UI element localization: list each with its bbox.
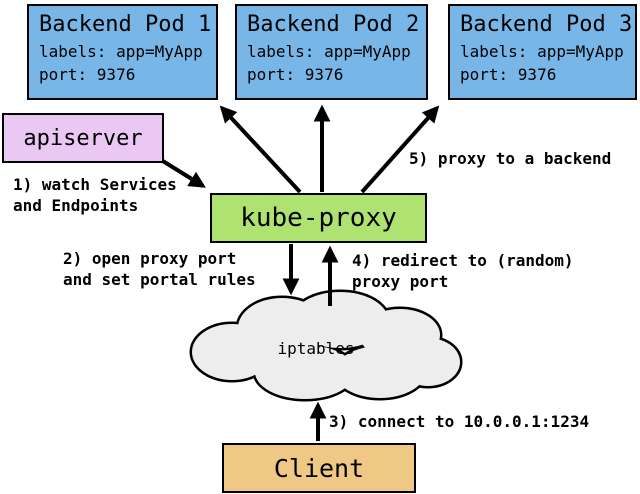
apiserver-label: apiserver (23, 125, 143, 151)
backend-pod-2-labels: labels: app=MyApp (247, 42, 411, 61)
backend-pod-2-box: Backend Pod 2 labels: app=MyApp port: 93… (235, 4, 428, 100)
backend-pod-3-labels: labels: app=MyApp (460, 42, 624, 61)
annotation-step3-connect: 3) connect to 10.0.0.1:1234 (329, 412, 590, 431)
client-label: Client (273, 453, 365, 483)
apiserver-box: apiserver (2, 113, 164, 163)
backend-pod-1-port: port: 9376 (39, 65, 136, 84)
backend-pod-2-port: port: 9376 (247, 65, 344, 84)
annotation-step2-open-proxy-port: 2) open proxy port and set portal rules (63, 249, 256, 289)
client-box: Client (222, 443, 416, 493)
iptables-label: iptables (277, 339, 355, 358)
annotation-step1-watch-services: 1) watch Services and Endpoints (13, 175, 177, 215)
backend-pod-1-title: Backend Pod 1 (39, 12, 212, 37)
backend-pod-3-box: Backend Pod 3 labels: app=MyApp port: 93… (448, 4, 637, 100)
backend-pod-2-title: Backend Pod 2 (247, 12, 420, 37)
annotation-step5-proxy-backend: 5) proxy to a backend (409, 149, 612, 168)
backend-pod-3-port: port: 9376 (460, 65, 557, 84)
kube-proxy-label: kube-proxy (240, 203, 397, 233)
backend-pod-3-title: Backend Pod 3 (460, 12, 633, 37)
annotation-step4-redirect: 4) redirect to (random) proxy port (352, 251, 574, 291)
arrow-kube-proxy-to-pod-1 (219, 105, 302, 194)
backend-pod-1-labels: labels: app=MyApp (39, 42, 203, 61)
kube-proxy-box: kube-proxy (210, 193, 427, 243)
backend-pod-1-box: Backend Pod 1 labels: app=MyApp port: 93… (27, 4, 218, 100)
